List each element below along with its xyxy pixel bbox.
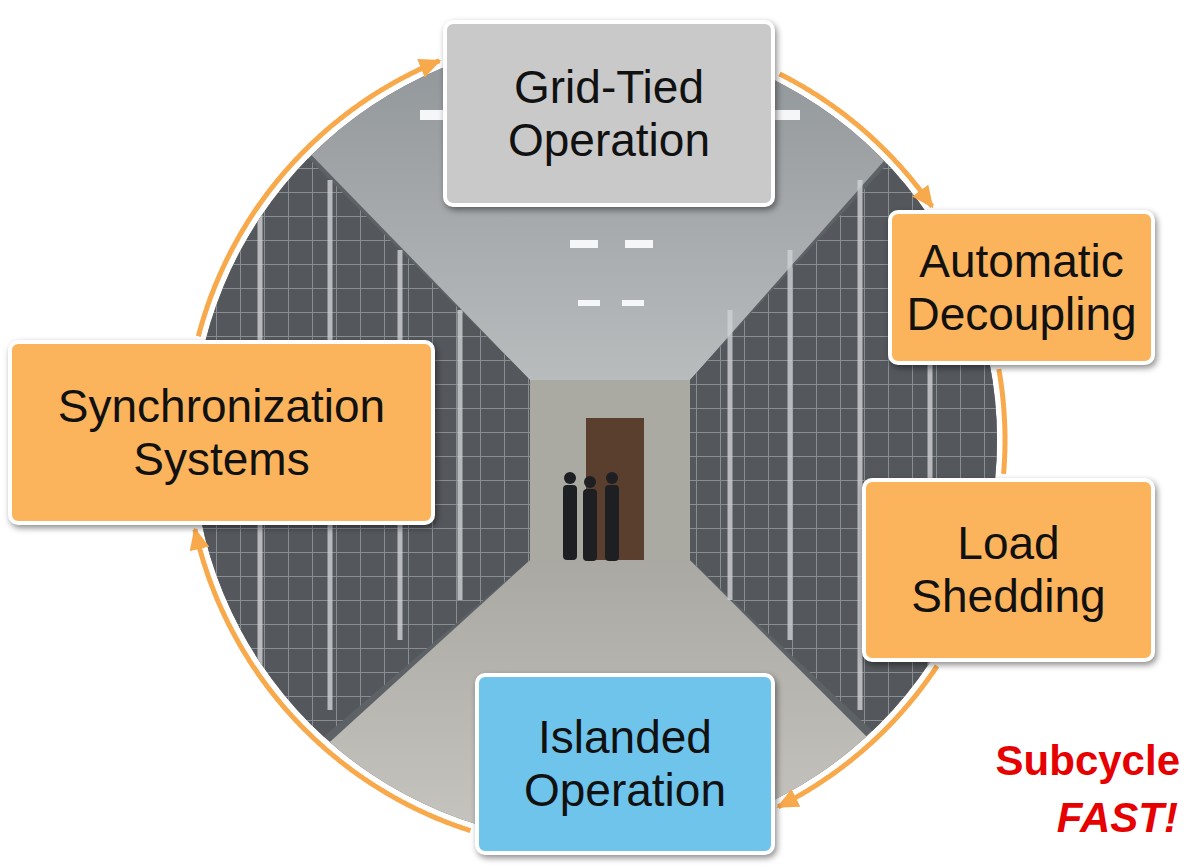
state-box: Synchronization Systems bbox=[8, 340, 435, 525]
state-box: Grid-Tied Operation bbox=[443, 20, 775, 207]
cycle-arrow bbox=[999, 369, 1005, 474]
state-label: Synchronization Systems bbox=[22, 380, 421, 486]
state-label: Automatic Decoupling bbox=[902, 235, 1141, 341]
state-box: Automatic Decoupling bbox=[888, 210, 1155, 365]
cycle-arrow bbox=[778, 666, 937, 807]
state-label: Grid-Tied Operation bbox=[457, 61, 761, 167]
state-label: Load Shedding bbox=[876, 517, 1141, 623]
note-label: Subcycle bbox=[996, 738, 1180, 784]
state-label: Islanded Operation bbox=[489, 711, 761, 817]
cycle-arrow bbox=[780, 74, 933, 207]
state-box: Islanded Operation bbox=[475, 673, 775, 855]
state-box: Load Shedding bbox=[862, 478, 1155, 662]
cycle-arrow bbox=[198, 61, 439, 337]
cycle-arrow bbox=[195, 529, 471, 830]
note-label: FAST! bbox=[1057, 795, 1178, 841]
